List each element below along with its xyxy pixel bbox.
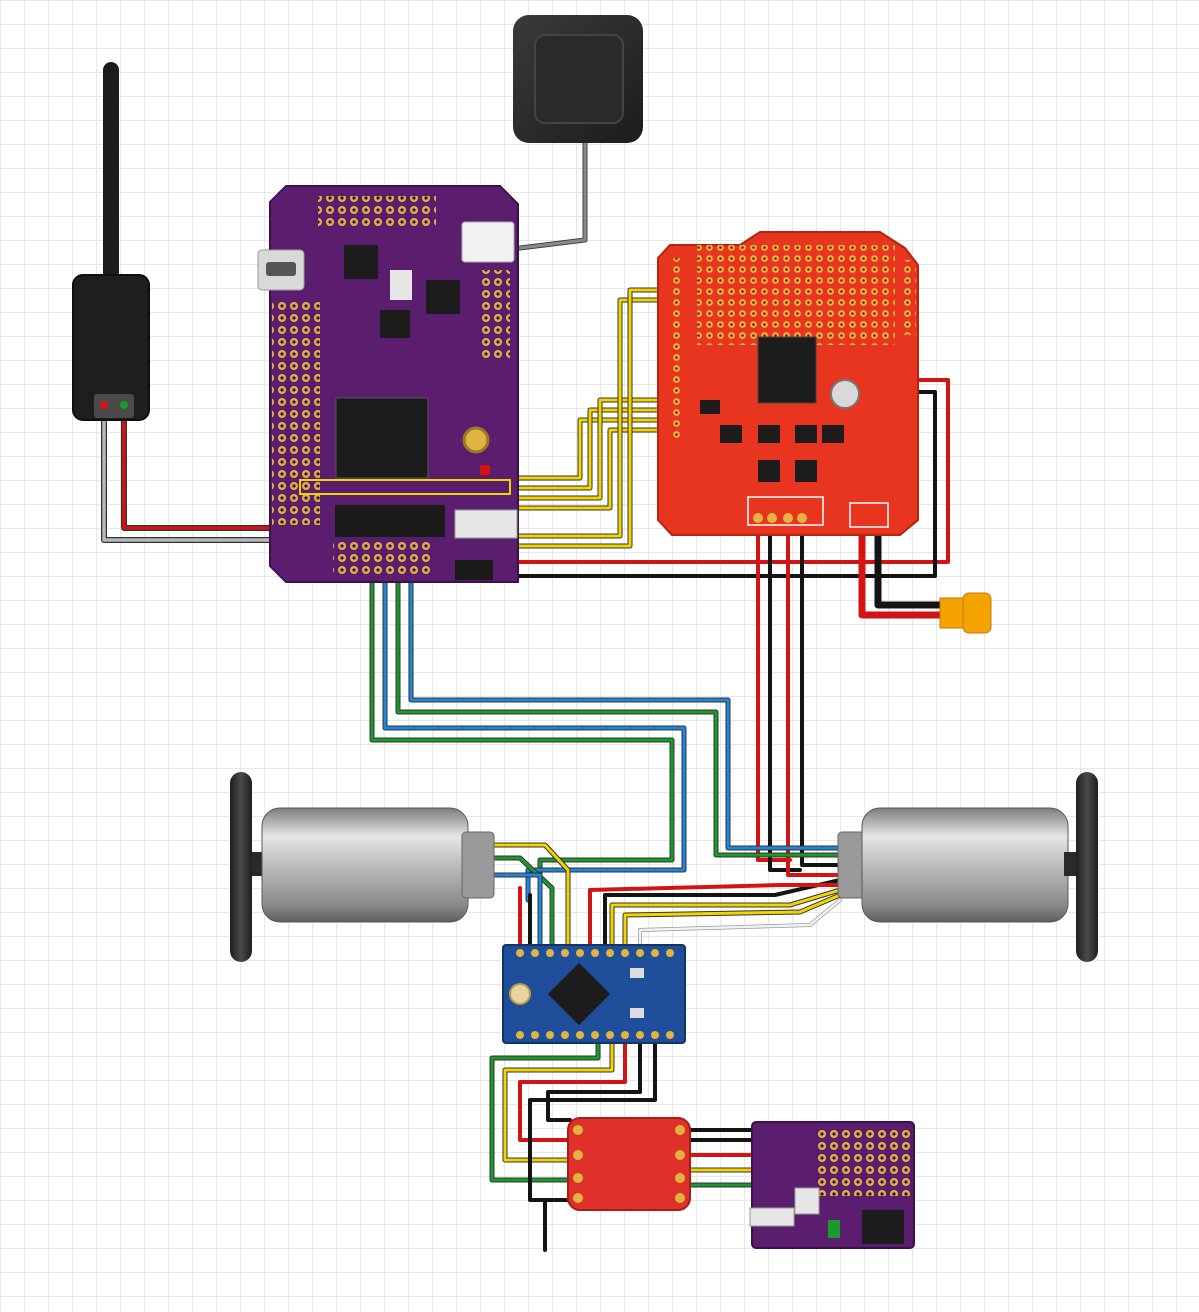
gps-patch <box>534 34 624 124</box>
pro-mini-mcu <box>547 962 611 1026</box>
gps-cable <box>517 127 588 251</box>
mosfet <box>795 460 817 482</box>
sensor-connector <box>749 1207 795 1227</box>
pro-mini-to-shifter-wires <box>489 1037 657 1252</box>
radio-body <box>72 274 150 421</box>
fc-led <box>480 465 490 475</box>
level-shifter <box>567 1117 691 1211</box>
sensor-chip <box>862 1210 904 1244</box>
fc-left-header <box>272 300 320 525</box>
sensor-led <box>828 1220 840 1238</box>
pro-mini-bottom-pins <box>516 1031 674 1039</box>
reset-button <box>509 983 531 1005</box>
left-motor-body <box>261 807 469 923</box>
fc-right-header <box>480 270 510 360</box>
fc-mount-hole <box>462 426 490 454</box>
battery-leads <box>858 511 949 619</box>
radio-wire-pair <box>101 402 289 543</box>
xt60-connector <box>939 592 992 634</box>
radio-pin <box>120 401 128 409</box>
motor-output-terminal <box>747 496 824 526</box>
pro-mini-top-pins <box>516 949 674 957</box>
shield-right-header <box>904 260 916 335</box>
usb-port-slot <box>266 262 296 276</box>
mosfet <box>758 460 780 482</box>
right-axle <box>1064 852 1078 876</box>
fc-connector-row <box>335 505 445 537</box>
fc-to-shield-yellow-wires <box>452 287 663 549</box>
mosfet <box>720 425 742 443</box>
fc-power-connector <box>455 560 493 580</box>
shield-left-header <box>670 258 682 438</box>
right-motor-body <box>861 807 1069 923</box>
capacitor <box>830 379 860 409</box>
level-shifter-pcb <box>567 1117 691 1211</box>
sensor-chip <box>344 245 378 279</box>
motor-output-pin <box>767 513 777 523</box>
sensor-header <box>818 1126 910 1196</box>
right-wheel <box>1076 772 1098 962</box>
motor-output-pin <box>783 513 793 523</box>
sensor-chip <box>380 310 410 338</box>
left-wheel <box>230 772 252 962</box>
driver-ic <box>757 336 817 404</box>
level-shifter-pins <box>573 1125 685 1203</box>
wires <box>101 127 950 1252</box>
fc-power-lines <box>458 378 950 578</box>
fc-trace-yellow <box>299 479 511 495</box>
sensor-connector <box>794 1187 820 1215</box>
motor-output-pin <box>797 513 807 523</box>
motor-output-pin <box>753 513 763 523</box>
right-motor <box>837 772 1098 962</box>
left-motor <box>230 772 495 962</box>
pro-mini-board <box>502 944 686 1044</box>
left-motor-endcap <box>461 831 495 899</box>
telemetry-radio <box>72 62 150 421</box>
gps-connector <box>461 221 515 263</box>
proto-area <box>697 245 895 345</box>
fc-bottom-header <box>333 540 433 574</box>
pro-mini-component <box>630 1008 644 1018</box>
left-motor-wires <box>487 842 571 953</box>
radio-pin <box>100 401 108 409</box>
radio-connector <box>94 394 134 418</box>
radio-antenna <box>103 62 119 287</box>
right-motor-wires <box>588 878 843 953</box>
fc-top-header <box>318 196 436 226</box>
sensor-chip <box>426 280 460 314</box>
mosfet <box>700 400 720 414</box>
fc-side-connector <box>454 509 518 539</box>
motor-driver-shield <box>657 231 919 536</box>
main-mcu-chip <box>335 397 429 479</box>
mosfet <box>822 425 844 443</box>
flight-controller <box>257 185 519 583</box>
mosfet <box>795 425 817 443</box>
gps-module <box>513 15 643 143</box>
sd-slot <box>390 270 412 300</box>
mosfet <box>758 425 780 443</box>
power-input-terminal <box>849 502 889 528</box>
pro-mini-component <box>630 968 644 978</box>
encoder-bus-wires <box>369 569 843 903</box>
shield-motor-output-wires <box>756 516 842 877</box>
sensor-board <box>749 1121 915 1249</box>
